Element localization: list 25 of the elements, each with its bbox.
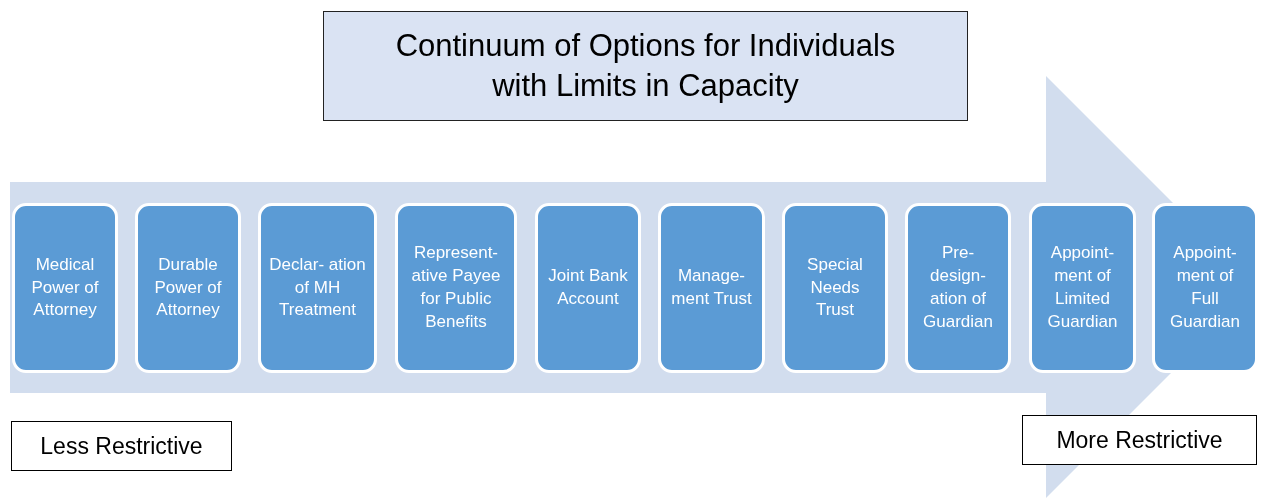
node-text: Appoint- ment of Full Guardian bbox=[1169, 242, 1241, 333]
node-text: Manage- ment Trust bbox=[670, 265, 753, 310]
option-box bbox=[905, 203, 1011, 373]
option-box bbox=[395, 203, 517, 373]
node-text: Declar- ation of MH Treatment bbox=[268, 253, 367, 322]
node-text: Medical Power of Attorney bbox=[30, 253, 100, 322]
node-text: Appoint- ment of Limited Guardian bbox=[1046, 242, 1119, 333]
option-box bbox=[782, 203, 888, 373]
node-text: Pre- design- ation of Guardian bbox=[922, 242, 994, 333]
node-text: Less Restrictive bbox=[40, 432, 203, 460]
option-box bbox=[1029, 203, 1136, 373]
node-text: Durable Power of Attorney bbox=[153, 253, 223, 322]
option-box bbox=[258, 203, 377, 373]
title: Continuum of Options for Individuals with Limits in Capacity bbox=[323, 11, 968, 121]
option-box bbox=[1152, 203, 1258, 373]
label-box bbox=[1022, 415, 1257, 465]
node-text: More Restrictive bbox=[1056, 426, 1223, 454]
option-box bbox=[658, 203, 765, 373]
label-box bbox=[11, 421, 232, 471]
node-text: Special Needs Trust bbox=[806, 253, 864, 322]
option-box bbox=[135, 203, 241, 373]
node-text: Represent- ative Payee for Public Benefits bbox=[410, 242, 502, 333]
node-text: Joint Bank Account bbox=[547, 265, 629, 310]
option-box bbox=[12, 203, 118, 373]
option-box bbox=[535, 203, 641, 373]
